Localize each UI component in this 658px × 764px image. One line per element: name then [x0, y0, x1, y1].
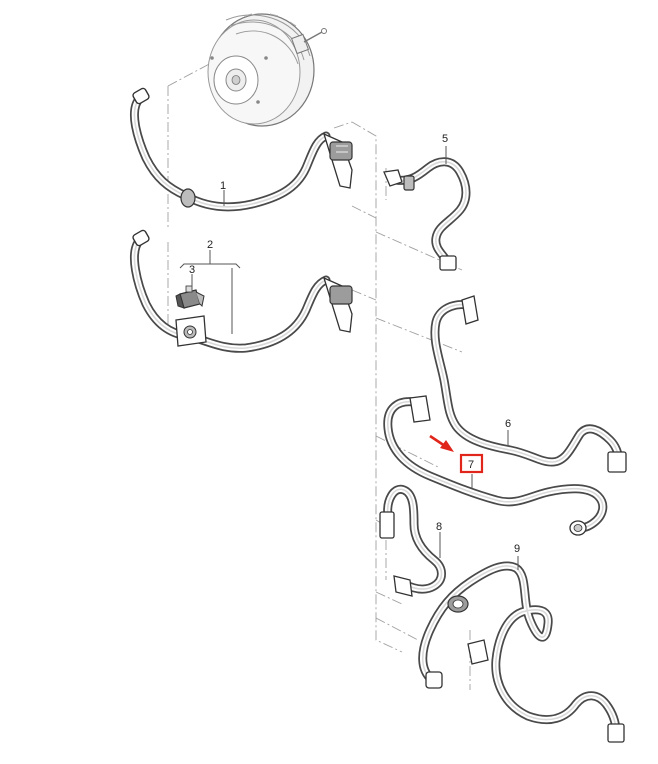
label-part-6: 6	[505, 418, 511, 430]
leader-lines	[179, 146, 519, 570]
sensor-part-3	[175, 285, 205, 309]
part-labels: 1 2 3 5 6 7 8 9	[189, 133, 520, 555]
label-part-7: 7	[468, 459, 474, 471]
hose-part-2	[129, 229, 353, 353]
hose-part-5	[383, 157, 471, 271]
label-part-3: 3	[189, 264, 195, 276]
brake-booster	[207, 13, 327, 127]
label-part-1: 1	[220, 180, 226, 192]
label-part-9: 9	[514, 543, 520, 555]
highlight-marker	[429, 434, 484, 474]
hose-part-8	[379, 484, 446, 597]
highlight-arrow-head	[440, 440, 454, 452]
label-part-8: 8	[436, 521, 442, 533]
hose-part-9	[418, 561, 625, 743]
label-part-2: 2	[207, 239, 213, 251]
hose-part-6	[430, 295, 627, 473]
hose-part-7	[383, 395, 608, 536]
highlight-box	[459, 453, 484, 474]
hose-part-1	[129, 87, 353, 212]
label-part-5: 5	[442, 133, 448, 145]
